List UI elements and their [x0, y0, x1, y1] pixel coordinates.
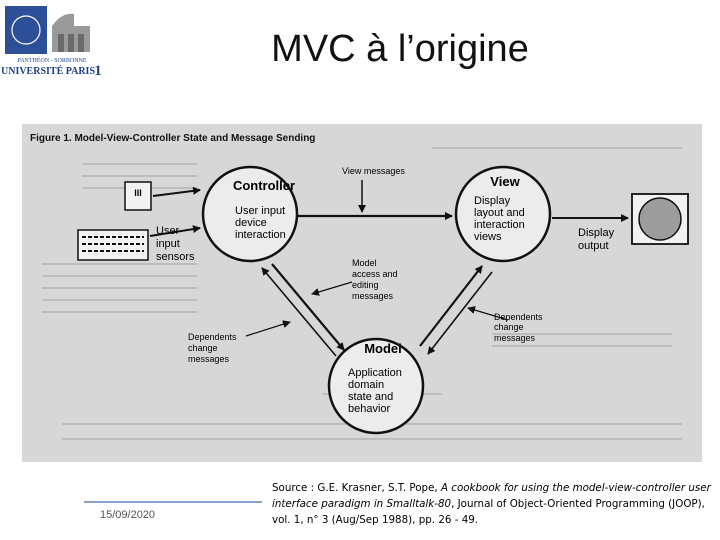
- keypad-device: [124, 181, 152, 211]
- arrow-controller-model: [271, 263, 345, 351]
- user-input-line-2: input: [156, 238, 180, 250]
- dependents-right-line-2: change: [494, 322, 524, 332]
- model-line-1: Application: [348, 367, 402, 379]
- source-citation: Source : G.E. Krasner, S.T. Pope, A cook…: [272, 480, 717, 528]
- model-access-line-4: messages: [352, 291, 394, 301]
- dependents-left-line-2: change: [188, 343, 218, 353]
- model-line-2: domain: [348, 379, 384, 391]
- figure-caption: Figure 1. Model-View-Controller State an…: [30, 133, 315, 144]
- pointer-dependents-left: [245, 320, 291, 337]
- controller-line-3: interaction: [235, 229, 286, 241]
- view-line-4: views: [474, 231, 502, 243]
- logo-flag-blue: [5, 6, 47, 54]
- pointer-dependents-right: [467, 306, 509, 321]
- model-access-line-2: access and: [352, 269, 398, 279]
- keypad-label: III: [134, 188, 142, 198]
- footer-divider: [84, 501, 262, 503]
- slide-date: 15/09/2020: [100, 509, 156, 521]
- model-access-line-1: Model: [352, 258, 377, 268]
- model-access-line-3: editing: [352, 280, 379, 290]
- source-prefix: Source : G.E. Krasner, S.T. Pope,: [272, 482, 441, 494]
- dependents-right-line-1: Dependents: [494, 312, 543, 322]
- slide-title: MVC à l’origine: [271, 28, 529, 70]
- user-input-line-3: sensors: [156, 251, 195, 263]
- arrow-view-model: [427, 271, 493, 355]
- dependents-left-line-1: Dependents: [188, 332, 237, 342]
- controller-title: Controller: [233, 178, 295, 193]
- logo-top-text: PANTHÉON - SORBONNE: [17, 56, 86, 64]
- arrow-keypad-controller: [152, 186, 201, 197]
- dependents-left-line-3: messages: [188, 354, 230, 364]
- model-node: [327, 337, 425, 435]
- view-line-3: interaction: [474, 219, 525, 231]
- logo-columns: [58, 34, 84, 52]
- user-input-line-1: User: [156, 225, 180, 237]
- display-output-line-1: Display: [578, 227, 615, 239]
- controller-line-2: device: [235, 217, 267, 229]
- model-title: Model: [364, 341, 402, 356]
- view-node: [454, 165, 552, 263]
- model-line-3: state and: [348, 391, 393, 403]
- keyboard-device: [77, 229, 149, 261]
- view-line-1: Display: [474, 195, 511, 207]
- dependents-right-line-3: messages: [494, 333, 536, 343]
- source-title: A cookbook for using the model-view-cont…: [272, 482, 711, 510]
- arrow-model-controller: [261, 267, 337, 357]
- university-logo: PANTHÉON - SORBONNE UNIVERSITÉ PARIS 1: [2, 6, 102, 78]
- view-title: View: [490, 174, 520, 189]
- logo-star-ring: [11, 15, 41, 45]
- source-rest: , Journal of Object-Oriented Programming…: [272, 498, 705, 526]
- arrow-keyboard-controller: [149, 225, 201, 237]
- controller-line-1: User input: [235, 205, 285, 217]
- view-line-2: layout and: [474, 207, 525, 219]
- controller-node: [201, 165, 299, 263]
- display-monitor: [631, 193, 689, 245]
- arrow-model-view: [419, 265, 483, 347]
- logo-bottom-text: UNIVERSITÉ PARIS: [2, 65, 95, 77]
- display-output-line-2: output: [578, 240, 609, 252]
- model-line-4: behavior: [348, 403, 391, 415]
- view-messages-label: View messages: [342, 166, 405, 176]
- pointer-model-access: [311, 281, 353, 296]
- mvc-figure: Figure 1. Model-View-Controller State an…: [22, 124, 702, 462]
- logo-numeral: 1: [94, 63, 102, 78]
